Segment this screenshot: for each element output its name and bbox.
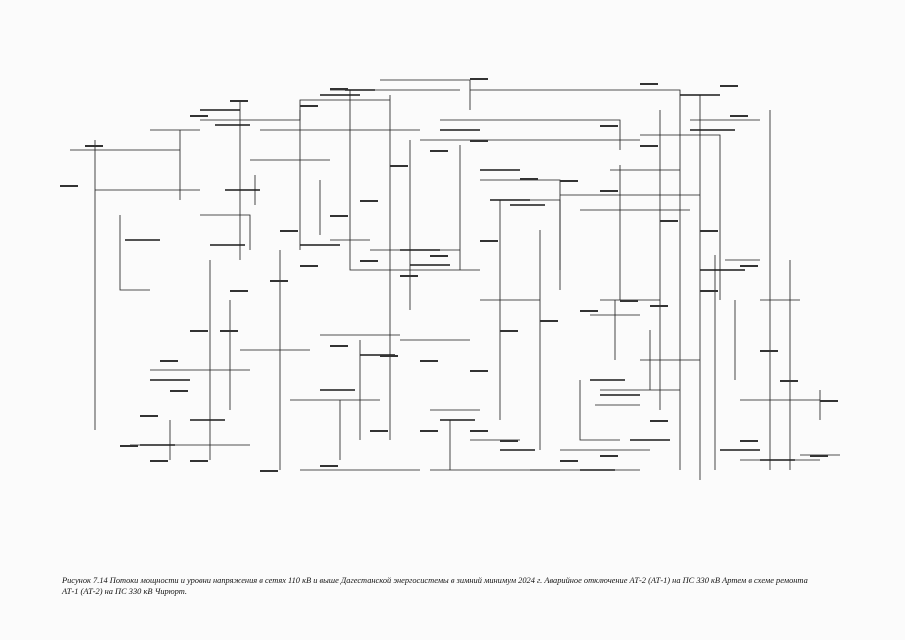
label-mark [650,420,668,422]
label-mark [220,330,238,332]
label-mark [740,265,758,267]
label-mark [470,430,488,432]
label-mark [500,440,518,442]
label-mark [420,430,438,432]
label-mark [330,88,348,90]
label-mark [430,255,448,257]
label-mark [600,125,618,127]
label-mark [560,460,578,462]
label-mark [60,185,78,187]
line-segment [119,215,150,291]
label-mark [85,145,103,147]
label-mark [360,260,378,262]
line-segment [480,179,561,270]
label-mark [470,78,488,80]
label-mark [540,320,558,322]
label-mark [700,290,718,292]
label-mark [370,430,388,432]
label-mark [150,460,168,462]
line-segment [520,199,561,290]
label-mark [810,455,828,457]
label-mark [660,220,678,222]
label-mark [600,455,618,457]
caption-line-1: Рисунок 7.14 Потоки мощности и уровни на… [62,576,808,585]
label-mark [500,330,518,332]
line-segment [380,79,471,110]
label-mark [230,100,248,102]
label-mark [270,280,288,282]
label-mark [230,290,248,292]
label-mark [430,150,448,152]
network-lines [70,79,840,480]
label-mark [120,445,138,447]
label-mark [330,215,348,217]
line-segment [440,119,621,150]
label-mark [140,415,158,417]
label-mark [600,190,618,192]
label-mark [480,240,498,242]
label-mark [190,115,208,117]
label-mark [470,140,488,142]
caption-line-2: АТ-1 (АТ-2) на ПС 330 кВ Чирюрт. [62,587,187,596]
label-mark [780,380,798,382]
label-mark [160,360,178,362]
label-mark [260,470,278,472]
label-mark [390,165,408,167]
label-mark [640,145,658,147]
line-segment [200,214,251,250]
label-mark [700,230,718,232]
label-mark [730,115,748,117]
label-mark [190,330,208,332]
line-segment [579,380,620,441]
line-segment [640,134,721,300]
label-mark [300,105,318,107]
label-mark [650,305,668,307]
label-mark [330,345,348,347]
label-mark [280,230,298,232]
label-mark [320,465,338,467]
label-mark [740,440,758,442]
line-labels [60,78,838,472]
label-mark [470,370,488,372]
line-segment [349,90,480,271]
label-mark [580,310,598,312]
label-mark [300,265,318,267]
label-mark [720,85,738,87]
label-mark [760,350,778,352]
label-mark [170,390,188,392]
label-mark [400,275,418,277]
label-mark [520,178,538,180]
label-mark [360,200,378,202]
label-mark [380,355,398,357]
label-mark [560,180,578,182]
label-mark [820,400,838,402]
label-mark [620,300,638,302]
label-mark [420,360,438,362]
label-mark [190,460,208,462]
label-mark [640,83,658,85]
figure-caption: Рисунок 7.14 Потоки мощности и уровни на… [62,575,852,597]
line-segment [470,89,681,470]
